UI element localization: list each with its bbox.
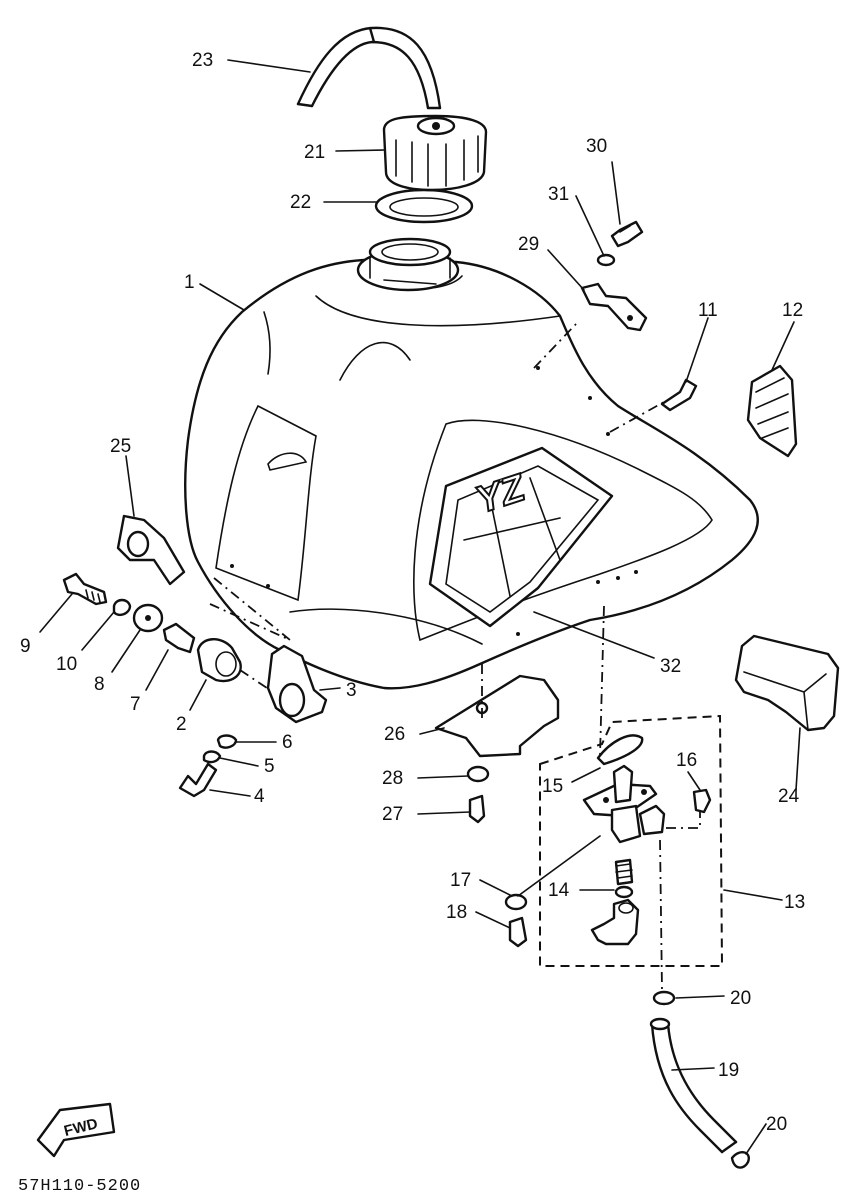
callout-21: 21 <box>304 142 325 163</box>
hose-clip-20-upper <box>652 990 676 1006</box>
callout-28: 28 <box>382 768 403 789</box>
cover-24 <box>734 634 840 732</box>
leader-lines <box>39 59 801 1155</box>
callout-8: 8 <box>94 674 105 695</box>
mount-bracket-3 <box>266 644 328 724</box>
breather-hose-23 <box>296 26 442 110</box>
bolt-30 <box>610 220 644 248</box>
washer-10 <box>112 598 132 617</box>
assembly-line-screw-18 <box>517 835 601 897</box>
callout-16: 16 <box>676 750 697 771</box>
callout-17: 17 <box>450 870 471 891</box>
callout-7: 7 <box>130 694 141 715</box>
callout-2: 2 <box>176 714 187 735</box>
nut-6 <box>216 734 238 749</box>
bolt-4 <box>178 762 218 798</box>
assembly-line-bracket <box>209 577 291 641</box>
spring-14 <box>614 858 634 899</box>
washer-28 <box>466 765 490 783</box>
emblem-32: YZ <box>428 446 614 628</box>
bracket-25 <box>116 514 186 586</box>
collar-7 <box>162 622 196 654</box>
fuel-cock-assembly-box-13 <box>539 714 724 967</box>
fuel-tank-1 <box>184 258 759 690</box>
fuel-cap-21 <box>382 114 488 192</box>
fuel-cock-body <box>582 764 666 844</box>
callout-29: 29 <box>518 234 539 255</box>
callout-22: 22 <box>290 192 311 213</box>
callout-30: 30 <box>586 136 607 157</box>
screw-18 <box>508 916 528 948</box>
hose-clip-20-lower <box>730 1151 750 1169</box>
callout-20-lower: 20 <box>766 1114 787 1135</box>
callout-6: 6 <box>282 732 293 753</box>
filler-neck <box>356 237 460 292</box>
callout-24: 24 <box>778 786 800 807</box>
callout-18: 18 <box>446 902 467 923</box>
callout-31: 31 <box>548 184 569 205</box>
fuel-cock-lever <box>590 898 640 946</box>
callout-1: 1 <box>184 272 195 293</box>
washer-8 <box>132 603 164 633</box>
callout-25: 25 <box>110 436 131 457</box>
washer-5 <box>202 750 222 764</box>
washer-31 <box>596 253 616 267</box>
fuel-hose-19 <box>649 1017 738 1154</box>
callout-9: 9 <box>20 636 31 657</box>
callout-26: 26 <box>384 724 405 745</box>
callout-19: 19 <box>718 1060 739 1081</box>
callout-27: 27 <box>382 804 403 825</box>
callout-32: 32 <box>660 656 681 677</box>
callout-3: 3 <box>346 680 357 701</box>
damper-2 <box>196 638 242 683</box>
washer-17 <box>504 893 528 911</box>
o-ring-15 <box>596 734 644 766</box>
callout-23: 23 <box>192 50 213 71</box>
bolt-9 <box>62 572 108 606</box>
bolt-11 <box>660 378 698 412</box>
screw-27 <box>468 794 486 824</box>
front-direction-marker: FWD <box>36 1102 116 1158</box>
callout-numbers: 23 21 22 1 30 31 29 11 12 25 9 10 8 7 2 … <box>20 50 805 1135</box>
callout-12: 12 <box>782 300 803 321</box>
assembly-line-fuel-cock <box>599 605 605 757</box>
callout-20-upper: 20 <box>730 988 751 1009</box>
callout-13: 13 <box>784 892 805 913</box>
callout-15: 15 <box>542 776 563 797</box>
damper-12 <box>746 364 798 458</box>
callout-10: 10 <box>56 654 77 675</box>
assembly-line-screw-16 <box>666 812 701 829</box>
assembly-line-collar <box>239 669 271 691</box>
assembly-line-hose <box>659 839 663 991</box>
diagram-code: 57H110-5200 <box>18 1177 141 1196</box>
callout-5: 5 <box>264 756 275 777</box>
screw-16 <box>692 788 712 814</box>
cap-gasket-22 <box>374 188 474 224</box>
callout-11: 11 <box>698 300 718 321</box>
plate-26 <box>434 674 560 758</box>
bracket-29 <box>580 282 648 332</box>
callout-14: 14 <box>548 880 570 901</box>
callout-4: 4 <box>254 786 265 807</box>
